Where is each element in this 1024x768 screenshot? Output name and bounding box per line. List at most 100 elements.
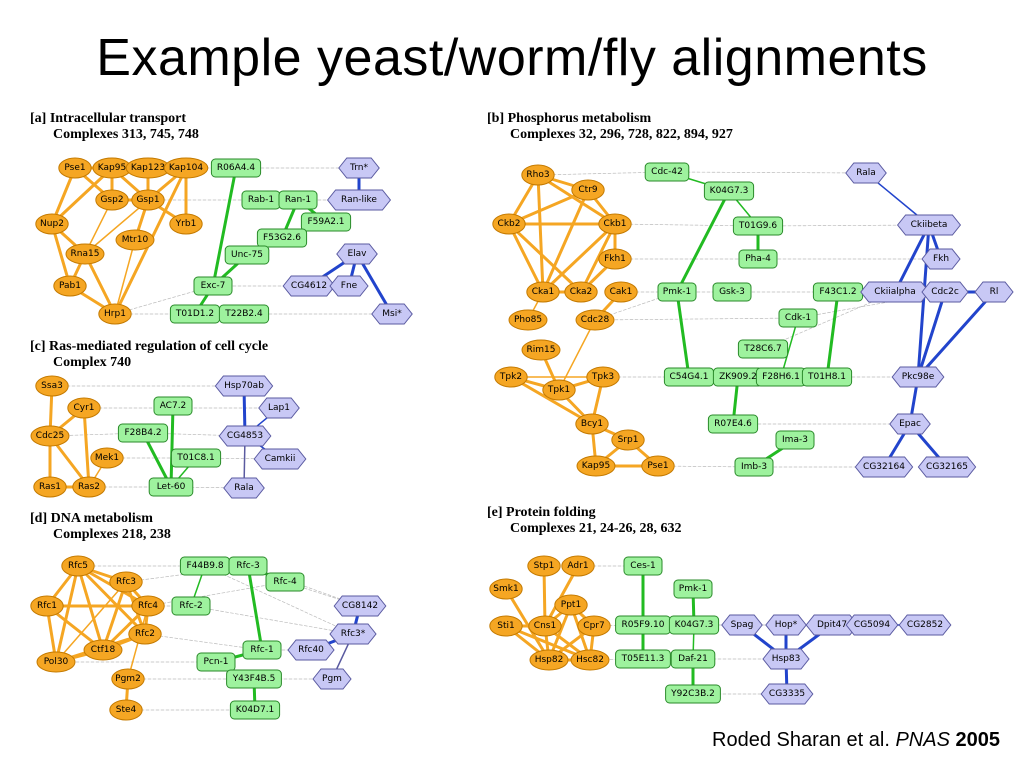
node-label: R06A4.4: [217, 163, 255, 173]
node-label: Gsk-3: [719, 287, 745, 297]
yeast-protein-shape: [494, 366, 528, 388]
worm-protein-shape: [242, 640, 282, 660]
yeast-protein-shape: [35, 213, 69, 235]
node-label: C54G4.1: [669, 372, 708, 382]
node-label: F43C1.2: [819, 287, 856, 297]
yeast-protein-shape: [90, 447, 124, 469]
yeast-protein-shape: [571, 179, 605, 201]
node-yeast: Yrb1: [169, 213, 203, 235]
worm-protein-shape: [278, 190, 318, 210]
node-yeast: Ppt1: [554, 594, 588, 616]
node-worm: Y92C3B.2: [665, 684, 721, 704]
worm-protein-shape: [657, 282, 697, 302]
node-label: Kap95: [582, 461, 610, 471]
node-label: K04D7.1: [236, 705, 275, 715]
yeast-protein-shape: [61, 555, 95, 577]
node-label: Y92C3B.2: [670, 689, 715, 699]
worm-protein-shape: [117, 423, 169, 443]
node-label: Trn*: [349, 163, 368, 173]
node-yeast: Gsp1: [131, 189, 165, 211]
worm-protein-shape: [707, 414, 759, 434]
worm-protein-shape: [224, 245, 270, 265]
node-label: Kap104: [169, 163, 203, 173]
node-label: Nup2: [40, 219, 64, 229]
yeast-protein-shape: [72, 476, 106, 498]
node-label: Ppt1: [561, 600, 581, 610]
worm-protein-shape: [229, 700, 281, 720]
node-fly: CG32164: [854, 456, 914, 478]
worm-protein-shape: [615, 649, 671, 669]
node-fly: Hsp70ab: [214, 375, 274, 397]
slide-title: Example yeast/worm/fly alignments: [96, 29, 928, 87]
node-label: Ras1: [39, 482, 61, 492]
node-label: Pgm2: [115, 674, 141, 684]
citation-year: 2005: [955, 729, 1001, 751]
node-yeast: Sti1: [489, 615, 523, 637]
fly-protein-shape: [896, 214, 962, 236]
node-label: Tpk1: [547, 385, 570, 395]
panel-a-heading: [a] Intracellular transport: [30, 111, 186, 126]
panel-b-heading: [b] Phosphorus metabolism: [487, 111, 651, 126]
node-yeast: Cdc28: [575, 309, 615, 331]
node-yeast: Rfc4: [131, 595, 165, 617]
node-label: Camkii: [265, 454, 296, 464]
node-label: Ckb1: [604, 219, 627, 229]
node-worm: R06A4.4: [210, 158, 262, 178]
node-worm: C54G4.1: [663, 367, 715, 387]
node-label: Kap95: [98, 163, 126, 173]
node-yeast: Tpk3: [586, 366, 620, 388]
node-fly: CG4853: [218, 425, 272, 447]
yeast-protein-shape: [586, 366, 620, 388]
yeast-protein-shape: [131, 595, 165, 617]
node-worm: ZK909.2: [712, 367, 764, 387]
node-yeast: Ckb1: [598, 213, 632, 235]
fly-protein-shape: [258, 397, 300, 419]
edge-b_Cdk-1-b_Cdc2c: [797, 291, 946, 319]
node-fly: CG8142: [333, 595, 387, 617]
node-worm: T01D1.2: [169, 304, 221, 324]
node-label: Adr1: [567, 561, 588, 571]
node-label: Pab1: [59, 281, 81, 291]
node-fly: CG5094: [845, 614, 899, 636]
yeast-protein-shape: [521, 164, 555, 186]
yeast-protein-shape: [65, 243, 105, 265]
node-label: Srp1: [618, 435, 639, 445]
yeast-protein-shape: [575, 413, 609, 435]
node-label: T01D1.2: [175, 309, 214, 319]
fly-protein-shape: [845, 614, 899, 636]
node-worm: Let-60: [148, 477, 194, 497]
fly-protein-shape: [338, 157, 380, 179]
node-label: Imb-3: [741, 462, 767, 472]
yeast-protein-shape: [83, 639, 123, 661]
node-worm: Rab-1: [241, 190, 281, 210]
node-yeast: Cyr1: [67, 397, 101, 419]
node-label: Pkc98e: [902, 372, 935, 382]
node-label: Cak1: [610, 287, 633, 297]
node-label: Hsp83: [772, 654, 801, 664]
worm-protein-shape: [668, 615, 720, 635]
node-label: Cns1: [534, 621, 556, 631]
node-fly: Pgm: [312, 668, 352, 690]
node-yeast: Tpk2: [494, 366, 528, 388]
node-fly: Fne: [329, 275, 369, 297]
edge-b_Ckiibeta-b_Ckiialpha: [893, 223, 931, 294]
yeast-protein-shape: [576, 455, 616, 477]
citation-journal: PNAS: [895, 729, 950, 751]
node-worm: F44B9.8: [179, 556, 231, 576]
node-yeast: Hsc82: [570, 649, 610, 671]
yeast-protein-shape: [554, 594, 588, 616]
node-worm: Ces-1: [623, 556, 663, 576]
node-yeast: Ssa3: [35, 375, 69, 397]
worm-protein-shape: [737, 339, 789, 359]
yeast-protein-shape: [528, 615, 562, 637]
node-label: Pse1: [647, 461, 668, 471]
yeast-protein-shape: [36, 651, 76, 673]
node-label: Cka2: [570, 287, 593, 297]
node-fly: Rfc40: [287, 639, 335, 661]
yeast-protein-shape: [95, 189, 129, 211]
edge-b_F43C1.2-b_T01H8.1: [825, 290, 840, 379]
node-yeast: Cka1: [526, 281, 560, 303]
node-label: Ckb2: [498, 219, 521, 229]
fly-protein-shape: [287, 639, 335, 661]
